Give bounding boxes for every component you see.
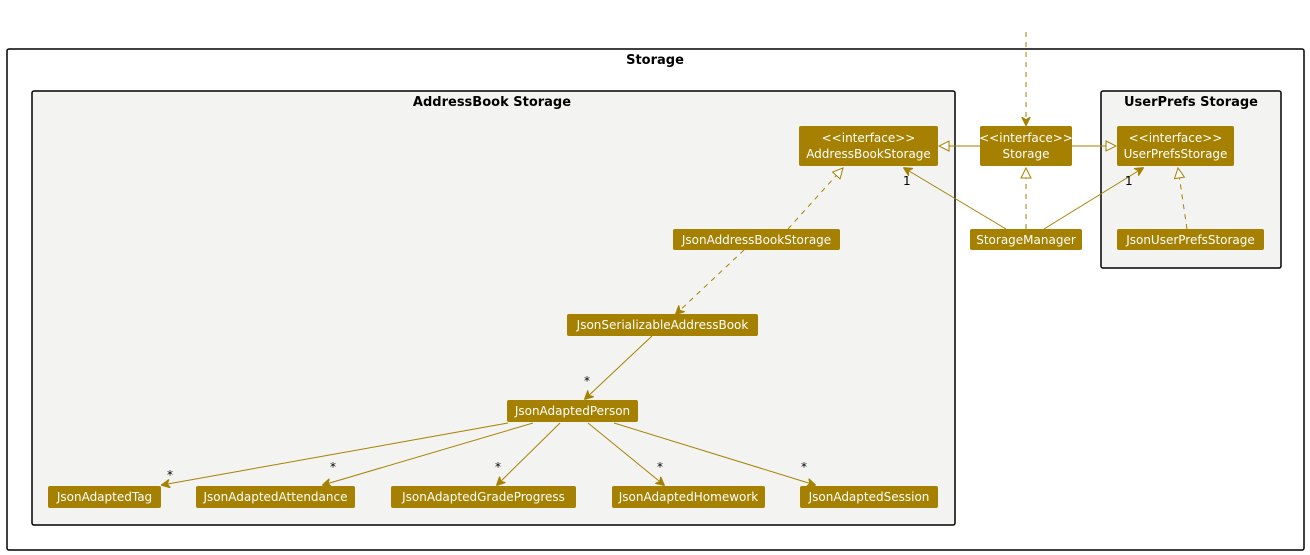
edges bbox=[162, 32, 1188, 485]
jsonaddressbookstorage-label: JsonAddressBookStorage bbox=[681, 233, 831, 247]
multiplicity-attendance: * bbox=[330, 460, 336, 474]
jsonserializableaddressbook-node[interactable]: JsonSerializableAddressBook bbox=[567, 314, 758, 336]
multiplicity-tag: * bbox=[167, 468, 173, 482]
jsonadaptedtag-node[interactable]: JsonAdaptedTag bbox=[48, 486, 161, 508]
storage-interface-node[interactable]: <<interface>> Storage bbox=[979, 126, 1073, 166]
jsonuserprefsstorage-label: JsonUserPrefsStorage bbox=[1125, 233, 1255, 247]
jsonuserprefs-implements-userprefsstorage bbox=[1178, 168, 1188, 230]
addressbookstorage-stereotype: <<interface>> bbox=[822, 131, 916, 145]
jsonuserprefsstorage-node[interactable]: JsonUserPrefsStorage bbox=[1117, 229, 1264, 250]
multiplicity-session: * bbox=[801, 460, 807, 474]
serializable-to-person bbox=[585, 335, 653, 399]
jsonadaptedattendance-node[interactable]: JsonAdaptedAttendance bbox=[196, 486, 355, 508]
addressbook-storage-package: AddressBook Storage bbox=[31, 90, 956, 526]
person-to-gradeprogress bbox=[497, 422, 561, 485]
addressbook-package-frame bbox=[31, 90, 956, 526]
jsonadaptedgradeprogress-label: JsonAdaptedGradeProgress bbox=[401, 490, 565, 504]
jsonadaptedhomework-label: JsonAdaptedHomework bbox=[618, 490, 759, 504]
storage-label: Storage bbox=[1003, 147, 1050, 161]
addressbookstorage-label: AddressBookStorage bbox=[806, 147, 931, 161]
storagemanager-to-userprefsstorage bbox=[1043, 168, 1143, 230]
multiplicity-person: * bbox=[584, 374, 590, 388]
person-to-tag bbox=[162, 422, 509, 485]
jsonserializableaddressbook-label: JsonSerializableAddressBook bbox=[576, 318, 749, 332]
jsonadaptedperson-node[interactable]: JsonAdaptedPerson bbox=[507, 400, 638, 422]
multiplicity-gradeprogress: * bbox=[495, 460, 501, 474]
storagemanager-to-addressbookstorage bbox=[904, 168, 1007, 230]
userprefsstorage-label: UserPrefsStorage bbox=[1124, 147, 1228, 161]
jsonadaptedtag-label: JsonAdaptedTag bbox=[56, 490, 152, 504]
storage-package-title: Storage bbox=[626, 53, 684, 68]
person-to-attendance bbox=[323, 422, 534, 485]
jsonaddressbook-implements-addressbookstorage bbox=[787, 168, 843, 230]
jsonadaptedsession-label: JsonAdaptedSession bbox=[808, 490, 930, 504]
jsonaddressbookstorage-node[interactable]: JsonAddressBookStorage bbox=[673, 229, 840, 250]
jsonadaptedattendance-label: JsonAdaptedAttendance bbox=[203, 490, 348, 504]
storage-stereotype: <<interface>> bbox=[979, 131, 1073, 145]
multiplicity-userprefsstorage: 1 bbox=[1125, 174, 1133, 188]
multiplicities: 1 1 * * * * * * bbox=[167, 174, 1133, 482]
storagemanager-node[interactable]: StorageManager bbox=[970, 229, 1082, 250]
person-to-homework bbox=[587, 422, 664, 485]
jsonadaptedperson-label: JsonAdaptedPerson bbox=[514, 404, 630, 418]
userprefsstorage-interface-node[interactable]: <<interface>> UserPrefsStorage bbox=[1117, 126, 1234, 166]
jsonadaptedsession-node[interactable]: JsonAdaptedSession bbox=[800, 486, 938, 508]
nodes: <<interface>> AddressBookStorage <<inter… bbox=[48, 126, 1264, 508]
jsonadaptedhomework-node[interactable]: JsonAdaptedHomework bbox=[612, 486, 765, 508]
storagemanager-label: StorageManager bbox=[976, 233, 1076, 247]
userprefsstorage-stereotype: <<interface>> bbox=[1129, 131, 1223, 145]
multiplicity-homework: * bbox=[657, 460, 663, 474]
jsonadaptedgradeprogress-node[interactable]: JsonAdaptedGradeProgress bbox=[391, 486, 576, 508]
multiplicity-addressbookstorage: 1 bbox=[903, 174, 911, 188]
person-to-session bbox=[613, 422, 815, 485]
addressbook-package-title: AddressBook Storage bbox=[413, 95, 571, 110]
addressbookstorage-interface-node[interactable]: <<interface>> AddressBookStorage bbox=[799, 126, 938, 166]
userprefs-package-title: UserPrefs Storage bbox=[1124, 95, 1258, 110]
